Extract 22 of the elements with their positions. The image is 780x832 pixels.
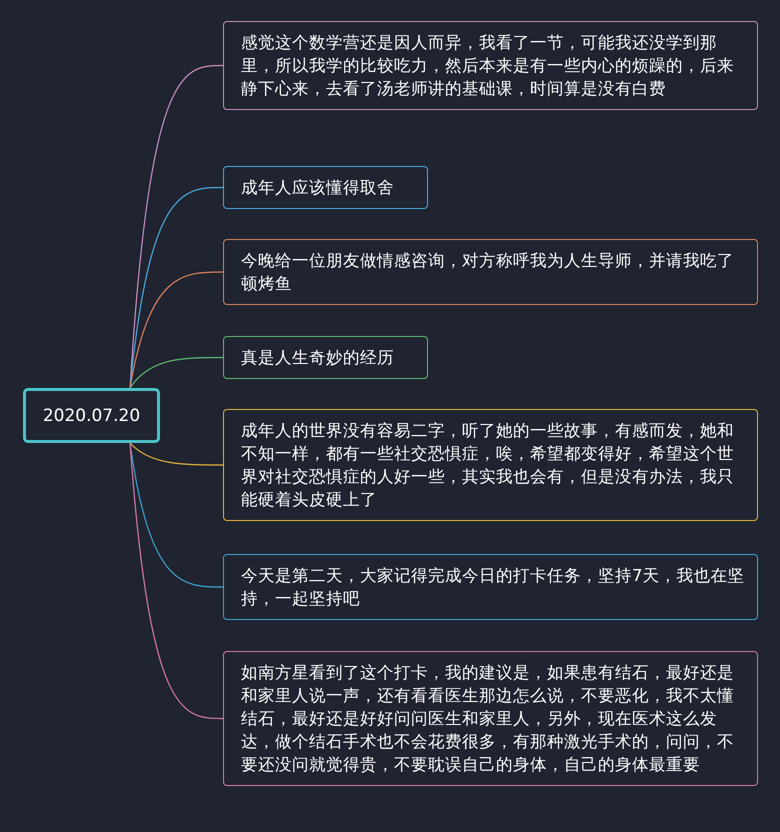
topic-box [223,409,758,521]
topic-box [223,166,428,209]
connector-line [129,442,223,588]
topic-text: 成年人的世界没有容易二字，听了她的一些故事，有感而发，她和不知一样，都有一些社交恐惧症，唉，希望都变得好，希望这个世界对社交恐惧症的人好一些，其实我也会有，但是没有办法，我只能硬着头皮硬上了 [241,420,735,511]
topic-text: 2020.07.20 [42,406,140,426]
topic-box [223,239,758,305]
connector-line [130,356,223,388]
topic-text: 成年人应该懂得取舍 [241,177,395,199]
connector-line [129,442,223,720]
topic-box [223,336,428,379]
topic-text: 如南方星看到了这个打卡，我的建议是，如果患有结石，最好还是和家里人说一声，还有看看医生那边怎么说，不要恶化，我不太懂结石，最好还是好好问问医生和家里人，另外，现在医术这么发达，做个结石手术也不会花费很多，有那种激光手术的，问问，不要还没问就觉得贵，不要耽误自己的身体，自己的身体最重要 [241,662,735,776]
topic-box [223,21,758,110]
connector-line [130,442,223,466]
topic-text: 感觉这个数学营还是因人而异，我看了一节，可能我还没学到那里，所以我学的比较吃力，然后本来是有一些内心的烦躁的，后来静下心来，去看了汤老师讲的基础课，时间算是没有白费 [241,32,735,100]
central-topic-box [23,388,160,443]
topic-box [223,554,758,620]
topic-text: 真是人生奇妙的经历 [241,347,395,369]
connector-line [129,271,223,388]
topic-box [223,651,758,786]
topic-text: 今晚给一位朋友做情感咨询，对方称呼我为人生导师，并请我吃了顿烤鱼 [241,250,735,295]
connector-line [129,186,223,388]
topic-text: 今天是第二天，大家记得完成今日的打卡任务，坚持7天，我也在坚持，一起坚持吧 [241,565,746,610]
